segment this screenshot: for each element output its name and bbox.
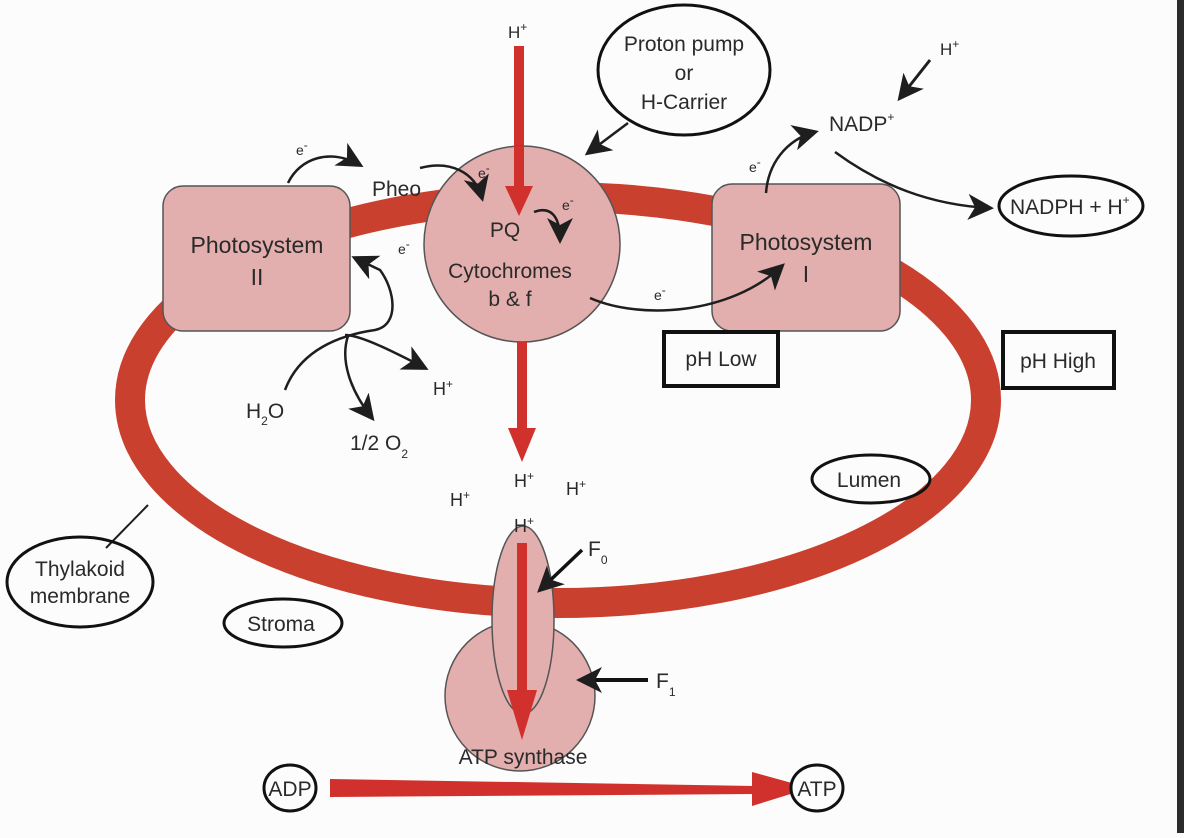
nadph-callout	[997, 174, 1145, 238]
arrow-nadp-to-nadph	[834, 150, 994, 220]
water-to-proton-arrow	[344, 333, 429, 370]
stroma-text: Stroma	[247, 613, 315, 636]
proton-label: H+	[433, 377, 453, 399]
proton-label: H+	[940, 37, 959, 59]
oxygen-label: 1/2 O2	[350, 432, 408, 461]
nadp-label: NADP+	[829, 110, 894, 136]
proton-label: H+	[514, 469, 534, 491]
thylakoid-text-line1: Thylakoid	[35, 558, 125, 581]
f0-pointer-arrow	[537, 548, 584, 593]
lumen-text: Lumen	[837, 469, 901, 492]
proton-pump-callout	[596, 3, 772, 137]
cyt-label-cytochromes: Cytochromes	[448, 260, 572, 283]
lumen-callout	[810, 453, 932, 505]
proton-label: H+	[566, 477, 586, 499]
proton-label: H+	[514, 514, 534, 536]
pheo-label: Pheo	[372, 178, 421, 201]
stroma-callout	[222, 597, 344, 649]
adp-callout	[262, 763, 318, 813]
cyt-label-pq: PQ	[490, 219, 520, 242]
electron-label: e-	[654, 283, 666, 303]
electron-arrow-pq-to-cyt	[533, 209, 573, 244]
psi-label-line1: Photosystem	[740, 229, 873, 255]
adp-to-atp-arrow	[330, 772, 810, 806]
arrow-proton-pump-pointer	[584, 122, 629, 156]
electron-arrow-pheo-to-pq	[419, 164, 489, 202]
adp-label: ADP	[268, 778, 311, 801]
proton-pump-text-line2: or	[675, 62, 694, 85]
window-edge-border	[1177, 0, 1184, 833]
ph-low-box	[662, 330, 780, 388]
atp-synthase-label: ATP synthase	[459, 746, 588, 769]
atp-label: ATP	[797, 778, 836, 801]
thylakoid-text-line2: membrane	[30, 585, 130, 608]
arrow-proton-to-nadp	[897, 59, 932, 102]
cyt-label-bf: b & f	[488, 288, 531, 311]
electron-label: e-	[478, 161, 490, 181]
photosystem-ii	[162, 185, 351, 332]
electron-label: e-	[749, 155, 761, 175]
electron-arrow-cyt-to-psi	[589, 263, 785, 312]
ph-high-text: pH High	[1020, 350, 1096, 373]
electron-label: e-	[562, 193, 574, 213]
psii-label-line2: II	[251, 264, 264, 290]
thylakoid-membrane-callout	[5, 535, 155, 629]
photosystem-i	[711, 183, 901, 332]
water-to-oxygen-arrow	[344, 335, 375, 422]
electron-arrow-psii-to-pheo	[286, 142, 364, 184]
ph-high-box	[1001, 330, 1116, 390]
electron-label: e-	[398, 237, 410, 257]
electron-arrow-psi-to-nadp	[764, 125, 819, 194]
f1-label: F1	[656, 670, 676, 699]
f0-label: F0	[588, 538, 608, 567]
proton-label: H+	[508, 20, 527, 42]
h2o-label: H2O	[246, 400, 284, 428]
proton-lumen-arrow	[508, 342, 536, 462]
proton-synthase-arrow	[507, 543, 537, 740]
proton-pump-text-line3: H-Carrier	[641, 91, 727, 114]
water-split-arrow	[283, 255, 394, 391]
proton-label: H+	[450, 488, 470, 510]
proton-inflow-arrow-head-over	[505, 146, 533, 216]
ph-low-text: pH Low	[685, 348, 757, 371]
electron-label: e-	[296, 138, 308, 158]
atp-callout	[789, 763, 845, 813]
psi-label-line2: I	[803, 261, 809, 287]
proton-pump-text-line1: Proton pump	[624, 33, 744, 56]
nadph-label: NADPH + H+	[1010, 193, 1130, 219]
psii-label-line1: Photosystem	[191, 232, 324, 258]
